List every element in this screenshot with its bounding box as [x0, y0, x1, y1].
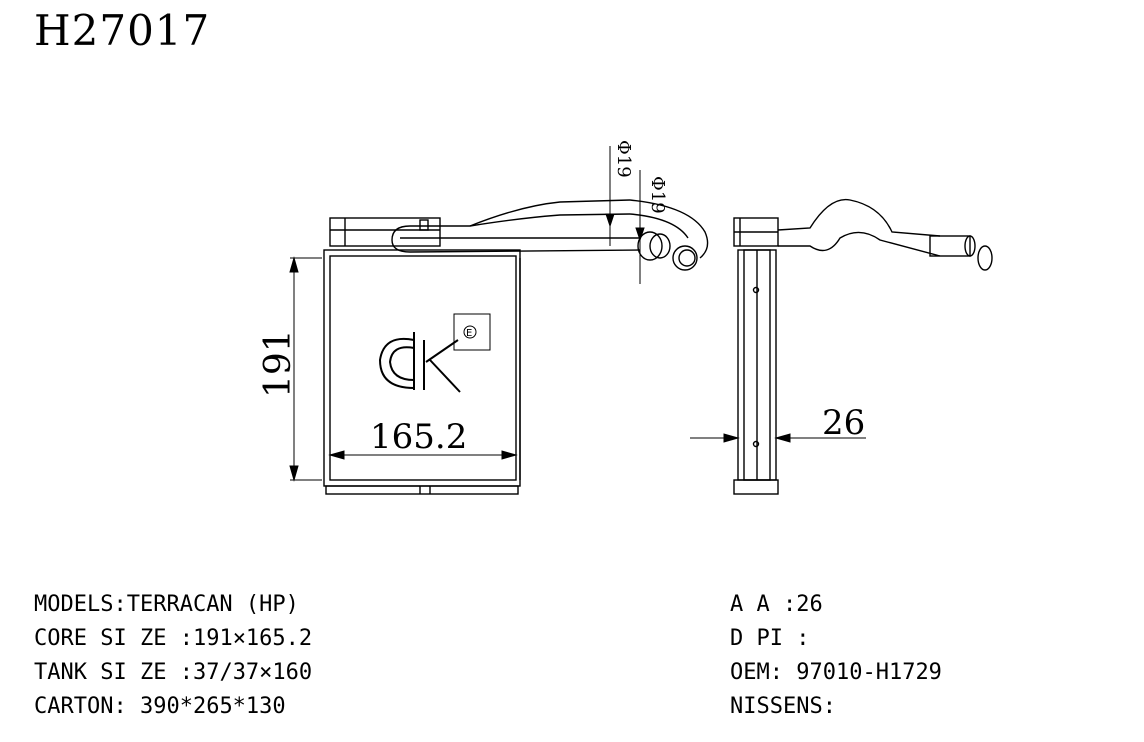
page-title: H27017	[34, 6, 211, 55]
side-view	[733, 198, 993, 495]
thickness-dimension: 26	[822, 403, 865, 443]
spec-right-value: 97010-H1729	[796, 660, 942, 685]
spec-right-label: D PI :	[730, 626, 810, 651]
brand-logo	[378, 313, 491, 393]
spec-left-label: CORE SI ZE :	[34, 626, 193, 651]
spec-right-row: OEM: 97010-H1729	[730, 656, 942, 690]
pipe-diameter-1: Φ19	[613, 140, 634, 178]
spec-left-value: TERRACAN (HP)	[126, 592, 299, 617]
width-dimension: 165.2	[370, 417, 467, 457]
spec-left-value: 191×165.2	[192, 626, 313, 651]
spec-left-label: TANK SI ZE :	[34, 660, 193, 685]
front-view	[323, 199, 709, 495]
spec-right-row: NISSENS:	[730, 690, 942, 724]
specs-left: MODELS:TERRACAN (HP)CORE SI ZE :191×165.…	[34, 588, 312, 724]
spec-left-value: 390*265*130	[139, 694, 286, 719]
spec-right-label: A A :	[730, 592, 797, 617]
spec-left-row: CARTON: 390*265*130	[34, 690, 312, 724]
spec-right-value: 26	[796, 592, 823, 617]
spec-right-row: D PI :	[730, 622, 942, 656]
spec-right-row: A A :26	[730, 588, 942, 622]
spec-right-label: OEM:	[730, 660, 797, 685]
spec-right-label: NISSENS:	[730, 694, 836, 719]
spec-left-row: MODELS:TERRACAN (HP)	[34, 588, 312, 622]
spec-left-row: CORE SI ZE :191×165.2	[34, 622, 312, 656]
spec-left-row: TANK SI ZE :37/37×160	[34, 656, 312, 690]
pipe-diameter-2: Φ19	[647, 176, 668, 214]
registered-mark: E	[466, 328, 472, 339]
spec-left-label: MODELS:	[34, 592, 127, 617]
spec-left-label: CARTON:	[34, 694, 140, 719]
height-dimension: 191	[258, 329, 299, 398]
spec-left-value: 37/37×160	[192, 660, 313, 685]
